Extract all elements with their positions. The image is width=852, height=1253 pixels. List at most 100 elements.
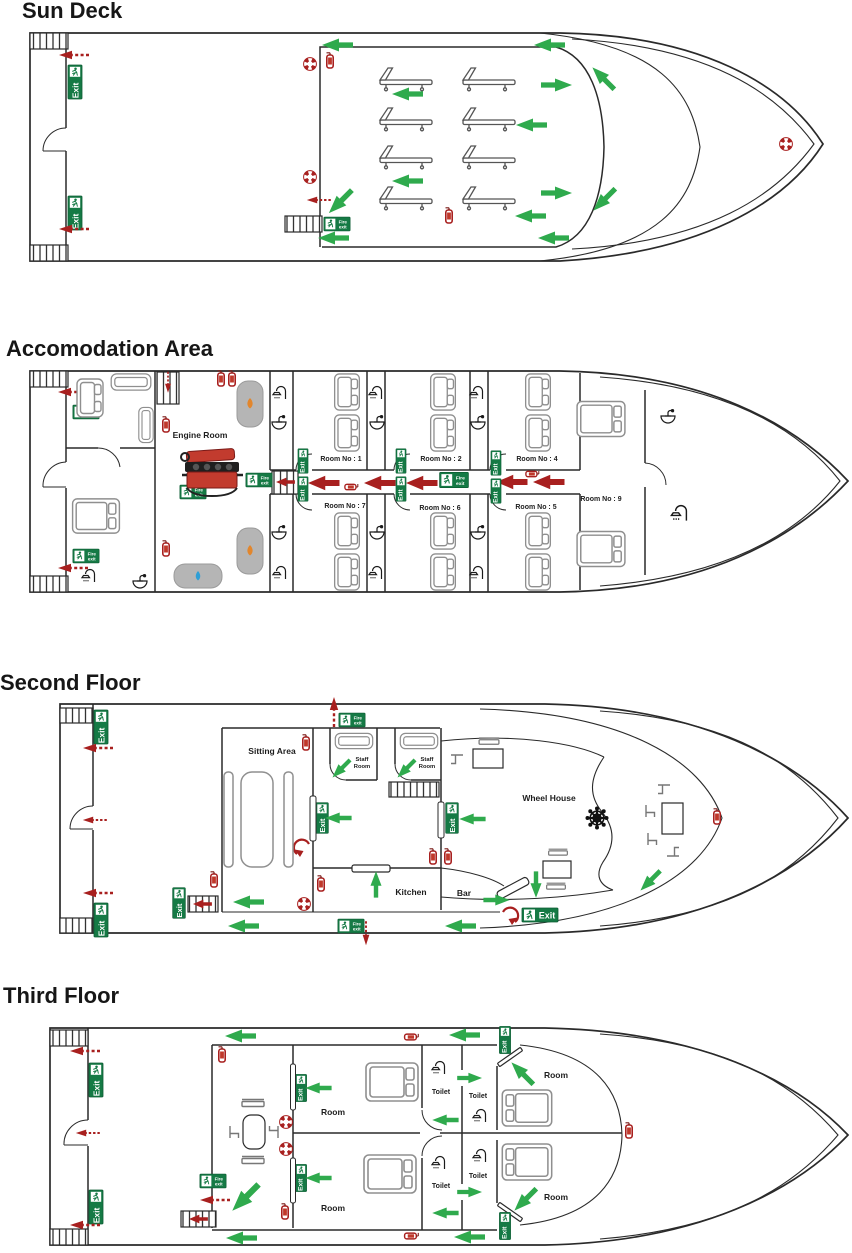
room-7-label: Room No : 7: [324, 503, 365, 510]
open-door-leaf: [497, 1047, 523, 1067]
stairs: [59, 707, 94, 724]
fire-extinguisher-icon: [216, 369, 225, 387]
fuel-tank-icon: [236, 380, 264, 428]
water-tank-icon: [173, 563, 223, 589]
fire-exit-sign: [200, 1174, 226, 1188]
room-1-label: Room No : 1: [320, 456, 361, 463]
life-ring-icon: [277, 1113, 295, 1131]
fire-extinguisher-icon: [301, 733, 311, 751]
second-floor-title: Second Floor: [0, 670, 141, 695]
fire-extinguisher-icon: [403, 1232, 419, 1240]
toilet-label: Toilet: [432, 1183, 451, 1190]
room-6-label: Room No : 6: [419, 505, 460, 512]
door-slot: [290, 1157, 296, 1204]
exit-sign: [446, 803, 459, 834]
sitting-area: Sitting Area: [223, 746, 296, 868]
stairs: [29, 244, 69, 262]
fire-extinguisher-icon: [443, 847, 453, 865]
fire-extinguisher-icon: [403, 1033, 419, 1041]
second-floor-walls: [69, 704, 614, 933]
kitchen-label: Kitchen: [395, 887, 426, 897]
bed-icon: [71, 498, 121, 534]
toilet-label: Toilet: [469, 1173, 488, 1180]
life-ring-icon: [295, 895, 313, 913]
accommodation-title: Accomodation Area: [6, 336, 214, 361]
stairs: [29, 575, 69, 593]
room-label: Room: [321, 1203, 346, 1213]
sun-deck-hull: [29, 32, 825, 262]
exit-sign: [499, 1026, 510, 1053]
fire-extinguisher-icon: [161, 415, 170, 433]
exit-sign: [68, 196, 82, 230]
life-ring-icon: [777, 135, 795, 153]
fire-extinguisher-icon: [161, 539, 170, 557]
room-9-label: Room No : 9: [580, 496, 621, 503]
fire-extinguisher-icon: [428, 847, 438, 865]
bed-icon: [501, 1089, 553, 1127]
fuel-tank-icon: [236, 527, 264, 575]
exit-sign: [94, 903, 108, 937]
exit-sign: [522, 908, 558, 922]
door-slot: [437, 801, 445, 839]
bed-icon: [334, 732, 374, 750]
exit-sign: [295, 1164, 306, 1191]
room-label: Room: [321, 1107, 346, 1117]
accommodation-hull: [29, 370, 850, 593]
hall-furniture: [229, 1098, 279, 1165]
sun-deck: Sun Deck: [22, 0, 825, 262]
svg-text:Room: Room: [354, 764, 370, 770]
fire-extinguisher-icon: [227, 369, 236, 387]
toilet-label: Toilet: [432, 1089, 451, 1096]
exit-sign: [89, 1063, 103, 1097]
kitchen-bar: Kitchen Bar: [351, 864, 530, 900]
stairs: [49, 1228, 89, 1246]
sofa-icon: [138, 406, 154, 444]
svg-text:Room: Room: [419, 764, 435, 770]
third-floor-title: Third Floor: [3, 983, 120, 1008]
sitting-area-label: Sitting Area: [248, 746, 296, 756]
accommodation-deck: Accomodation Area Engine Room: [6, 336, 850, 593]
helm-icon: [585, 806, 609, 830]
exit-sign: [68, 65, 82, 99]
exit-sign: [94, 710, 108, 744]
fire-extinguisher-icon: [444, 207, 454, 224]
fire-extinguisher-icon: [316, 874, 326, 892]
stairs: [284, 215, 323, 233]
exit-sign: [295, 1074, 306, 1101]
life-ring-icon: [301, 168, 319, 186]
svg-text:Staff: Staff: [421, 757, 434, 763]
exit-sign: [173, 888, 186, 919]
life-ring-icon: [301, 55, 319, 73]
stairs: [29, 370, 69, 388]
fire-extinguisher-icon: [209, 870, 218, 888]
bed-icon: [399, 732, 439, 750]
bed-icon: [363, 1154, 417, 1194]
stairs: [388, 781, 440, 798]
fire-extinguisher-icon: [712, 807, 722, 825]
stairs: [59, 917, 94, 934]
staff-rooms: Staff Room Staff Room: [334, 732, 439, 770]
room-label: Room: [544, 1192, 569, 1202]
bed-icon: [501, 1143, 553, 1181]
bar-label: Bar: [457, 888, 472, 898]
door-slot: [290, 1063, 296, 1111]
svg-text:Staff: Staff: [356, 757, 369, 763]
bed-icon: [365, 1062, 419, 1102]
wheel-house: Wheel House: [450, 737, 609, 890]
fire-exit-sign: [324, 217, 350, 231]
fire-exit-sign: [339, 713, 365, 727]
fire-exit-sign: [73, 549, 99, 563]
fire-extinguisher-icon: [624, 1122, 634, 1139]
stairs: [29, 32, 69, 50]
wheel-house-label: Wheel House: [522, 793, 576, 803]
room-label: Room: [544, 1070, 569, 1080]
room-5-label: Room No : 5: [515, 504, 556, 511]
fire-extinguisher-icon: [344, 483, 359, 491]
fire-extinguisher-icon: [280, 1203, 290, 1220]
stairs: [49, 1029, 89, 1047]
engine-room-label: Engine Room: [173, 430, 228, 440]
second-floor-deck: Second Floor Sitting Area: [0, 670, 850, 947]
third-floor-deck: Third Floor: [3, 983, 850, 1246]
room-4-label: Room No : 4: [516, 456, 557, 463]
